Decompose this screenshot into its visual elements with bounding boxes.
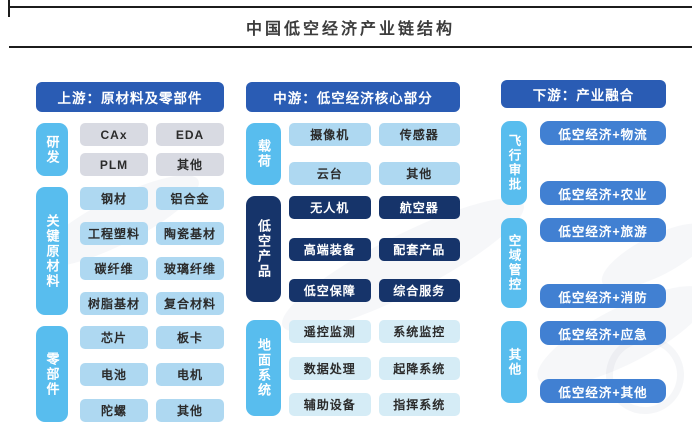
item: 摄像机	[289, 123, 371, 146]
item: 高端装备	[289, 237, 371, 261]
item: 系统监控	[378, 320, 460, 343]
item: 树脂基材	[80, 292, 148, 315]
group-items-components: 芯片板卡电池电机陀螺其他	[80, 326, 224, 422]
item: 遥控监测	[289, 320, 371, 343]
item: 碳纤维	[80, 257, 148, 280]
item: 低空保障	[289, 279, 371, 302]
column-midstream: 中游：低空经济核心部分载荷摄像机传感器云台其他低空产品无人机航空器高端装备配套产…	[246, 82, 460, 416]
item: 低空经济+消防	[540, 284, 666, 308]
item: 低空经济+旅游	[540, 218, 666, 242]
item: 其他	[378, 162, 460, 185]
item: PLM	[80, 153, 148, 176]
group-label-others: 其他	[501, 321, 527, 403]
group-flight-approval: 飞行审批低空经济+物流低空经济+农业	[501, 121, 666, 205]
item: 钢材	[80, 187, 148, 210]
item: 综合服务	[378, 279, 460, 302]
group-label-payload: 载荷	[246, 123, 281, 185]
item: 低空经济+物流	[540, 121, 666, 145]
group-items-key-raw-materials: 钢材铝合金工程塑料陶瓷基材碳纤维玻璃纤维树脂基材复合材料	[80, 187, 224, 315]
item: 航空器	[378, 196, 460, 219]
item: 电机	[156, 362, 224, 386]
title-bar: 中国低空经济产业链结构	[9, 6, 692, 48]
left-edge-tick	[8, 0, 10, 17]
group-items-ground-systems: 遥控监测系统监控数据处理起降系统辅助设备指挥系统	[289, 320, 460, 416]
group-items-low-altitude-products: 无人机航空器高端装备配套产品低空保障综合服务	[289, 196, 460, 302]
group-items-airspace-control: 低空经济+旅游低空经济+消防	[540, 218, 666, 308]
item: 复合材料	[156, 292, 224, 315]
item: 辅助设备	[289, 393, 371, 416]
item: 配套产品	[378, 237, 460, 261]
group-items-payload: 摄像机传感器云台其他	[289, 123, 460, 185]
group-label-components: 零部件	[36, 326, 68, 422]
group-ground-systems: 地面系统遥控监测系统监控数据处理起降系统辅助设备指挥系统	[246, 320, 460, 416]
group-items-others: 低空经济+应急低空经济+其他	[540, 321, 666, 403]
item: 陶瓷基材	[156, 222, 224, 245]
item: 无人机	[289, 196, 371, 219]
item: 玻璃纤维	[156, 257, 224, 280]
group-label-rd: 研发	[36, 123, 68, 176]
item: 云台	[289, 162, 371, 185]
item: CAx	[80, 123, 148, 146]
item: 指挥系统	[378, 393, 460, 416]
item: EDA	[156, 123, 224, 146]
column-header-midstream: 中游：低空经济核心部分	[246, 82, 460, 112]
column-downstream: 下游：产业融合飞行审批低空经济+物流低空经济+农业空域管控低空经济+旅游低空经济…	[501, 80, 666, 403]
item: 电池	[80, 362, 148, 386]
item: 其他	[156, 399, 224, 422]
group-components: 零部件芯片板卡电池电机陀螺其他	[36, 326, 224, 422]
group-label-airspace-control: 空域管控	[501, 218, 527, 308]
item: 低空经济+其他	[540, 379, 666, 403]
item: 传感器	[378, 123, 460, 146]
group-others: 其他低空经济+应急低空经济+其他	[501, 321, 666, 403]
group-label-low-altitude-products: 低空产品	[246, 196, 281, 302]
group-label-ground-systems: 地面系统	[246, 320, 281, 416]
group-label-flight-approval: 飞行审批	[501, 121, 527, 205]
item: 铝合金	[156, 187, 224, 210]
group-rd: 研发 CAx EDA PLM 其他	[36, 123, 224, 176]
item: 低空经济+农业	[540, 181, 666, 205]
item: 工程塑料	[80, 222, 148, 245]
item: 低空经济+应急	[540, 321, 666, 345]
page-title: 中国低空经济产业链结构	[245, 19, 455, 38]
group-key-raw-materials: 关键原材料钢材铝合金工程塑料陶瓷基材碳纤维玻璃纤维树脂基材复合材料	[36, 187, 224, 315]
group-items-flight-approval: 低空经济+物流低空经济+农业	[540, 121, 666, 205]
group-payload: 载荷摄像机传感器云台其他	[246, 123, 460, 185]
item: 陀螺	[80, 399, 148, 422]
item: 起降系统	[378, 356, 460, 380]
column-header-upstream: 上游：原材料及零部件	[36, 82, 224, 112]
group-label-key-raw-materials: 关键原材料	[36, 187, 68, 315]
group-items-rd: CAx EDA PLM 其他	[80, 123, 224, 176]
item: 数据处理	[289, 356, 371, 380]
item: 芯片	[80, 326, 148, 349]
item: 其他	[156, 153, 224, 176]
group-airspace-control: 空域管控低空经济+旅游低空经济+消防	[501, 218, 666, 308]
item: 板卡	[156, 326, 224, 349]
column-header-downstream: 下游：产业融合	[501, 80, 666, 108]
group-low-altitude-products: 低空产品无人机航空器高端装备配套产品低空保障综合服务	[246, 196, 460, 302]
